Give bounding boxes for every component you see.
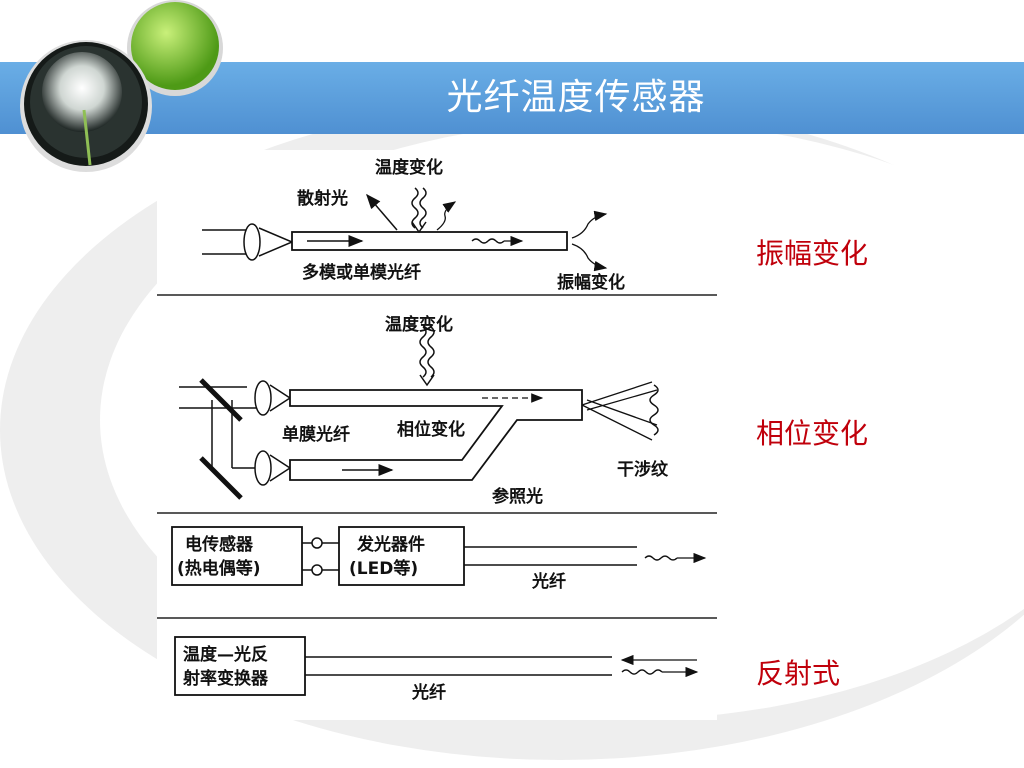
d1-scattered-light: 散射光 xyxy=(297,188,348,209)
d2-phase-change: 相位变化 xyxy=(397,419,465,440)
amplitude-diagram: 温度变化 散射光 多模或单模光纤 振幅变化 xyxy=(157,157,717,296)
reflective-diagram: 温度—光反 射率变换器 光纤 xyxy=(174,636,699,703)
d1-amplitude-change: 振幅变化 xyxy=(557,272,625,293)
reflective-label: 反射式 xyxy=(756,657,841,690)
d3-sensor-line1: 电传感器 xyxy=(185,534,254,555)
d4-converter-line1: 温度—光反 xyxy=(183,644,268,665)
d4-converter-line2: 射率变换器 xyxy=(182,668,269,689)
phase-label: 相位变化 xyxy=(756,417,869,450)
amplitude-label: 振幅变化 xyxy=(756,237,869,270)
d2-reference-light: 参照光 xyxy=(492,486,543,507)
d2-single-mode-fiber: 单膜光纤 xyxy=(282,424,350,445)
d3-sensor-line2: (热电偶等) xyxy=(177,558,261,579)
dandelion-logo xyxy=(20,0,223,172)
d2-temp-change: 温度变化 xyxy=(385,314,453,335)
d1-temp-change: 温度变化 xyxy=(375,157,443,178)
d1-fiber-type: 多模或单模光纤 xyxy=(302,262,421,283)
led-diagram: 电传感器 (热电偶等) 发光器件 (LED等) 光纤 xyxy=(157,526,717,619)
d2-interference: 干涉纹 xyxy=(617,459,669,480)
d3-emitter-line1: 发光器件 xyxy=(356,534,425,555)
slide-title: 光纤温度传感器 xyxy=(446,77,706,118)
d3-fiber: 光纤 xyxy=(531,571,566,592)
phase-diagram: 温度变化 单膜光纤 相位变化 干涉纹 参照光 xyxy=(157,314,717,514)
d3-emitter-line2: (LED等) xyxy=(349,558,418,579)
d4-fiber: 光纤 xyxy=(411,682,446,703)
sensor-diagrams: 温度变化 散射光 多模或单模光纤 振幅变化 温度变化 单膜光纤 相位变化 干涉纹… xyxy=(157,150,717,720)
